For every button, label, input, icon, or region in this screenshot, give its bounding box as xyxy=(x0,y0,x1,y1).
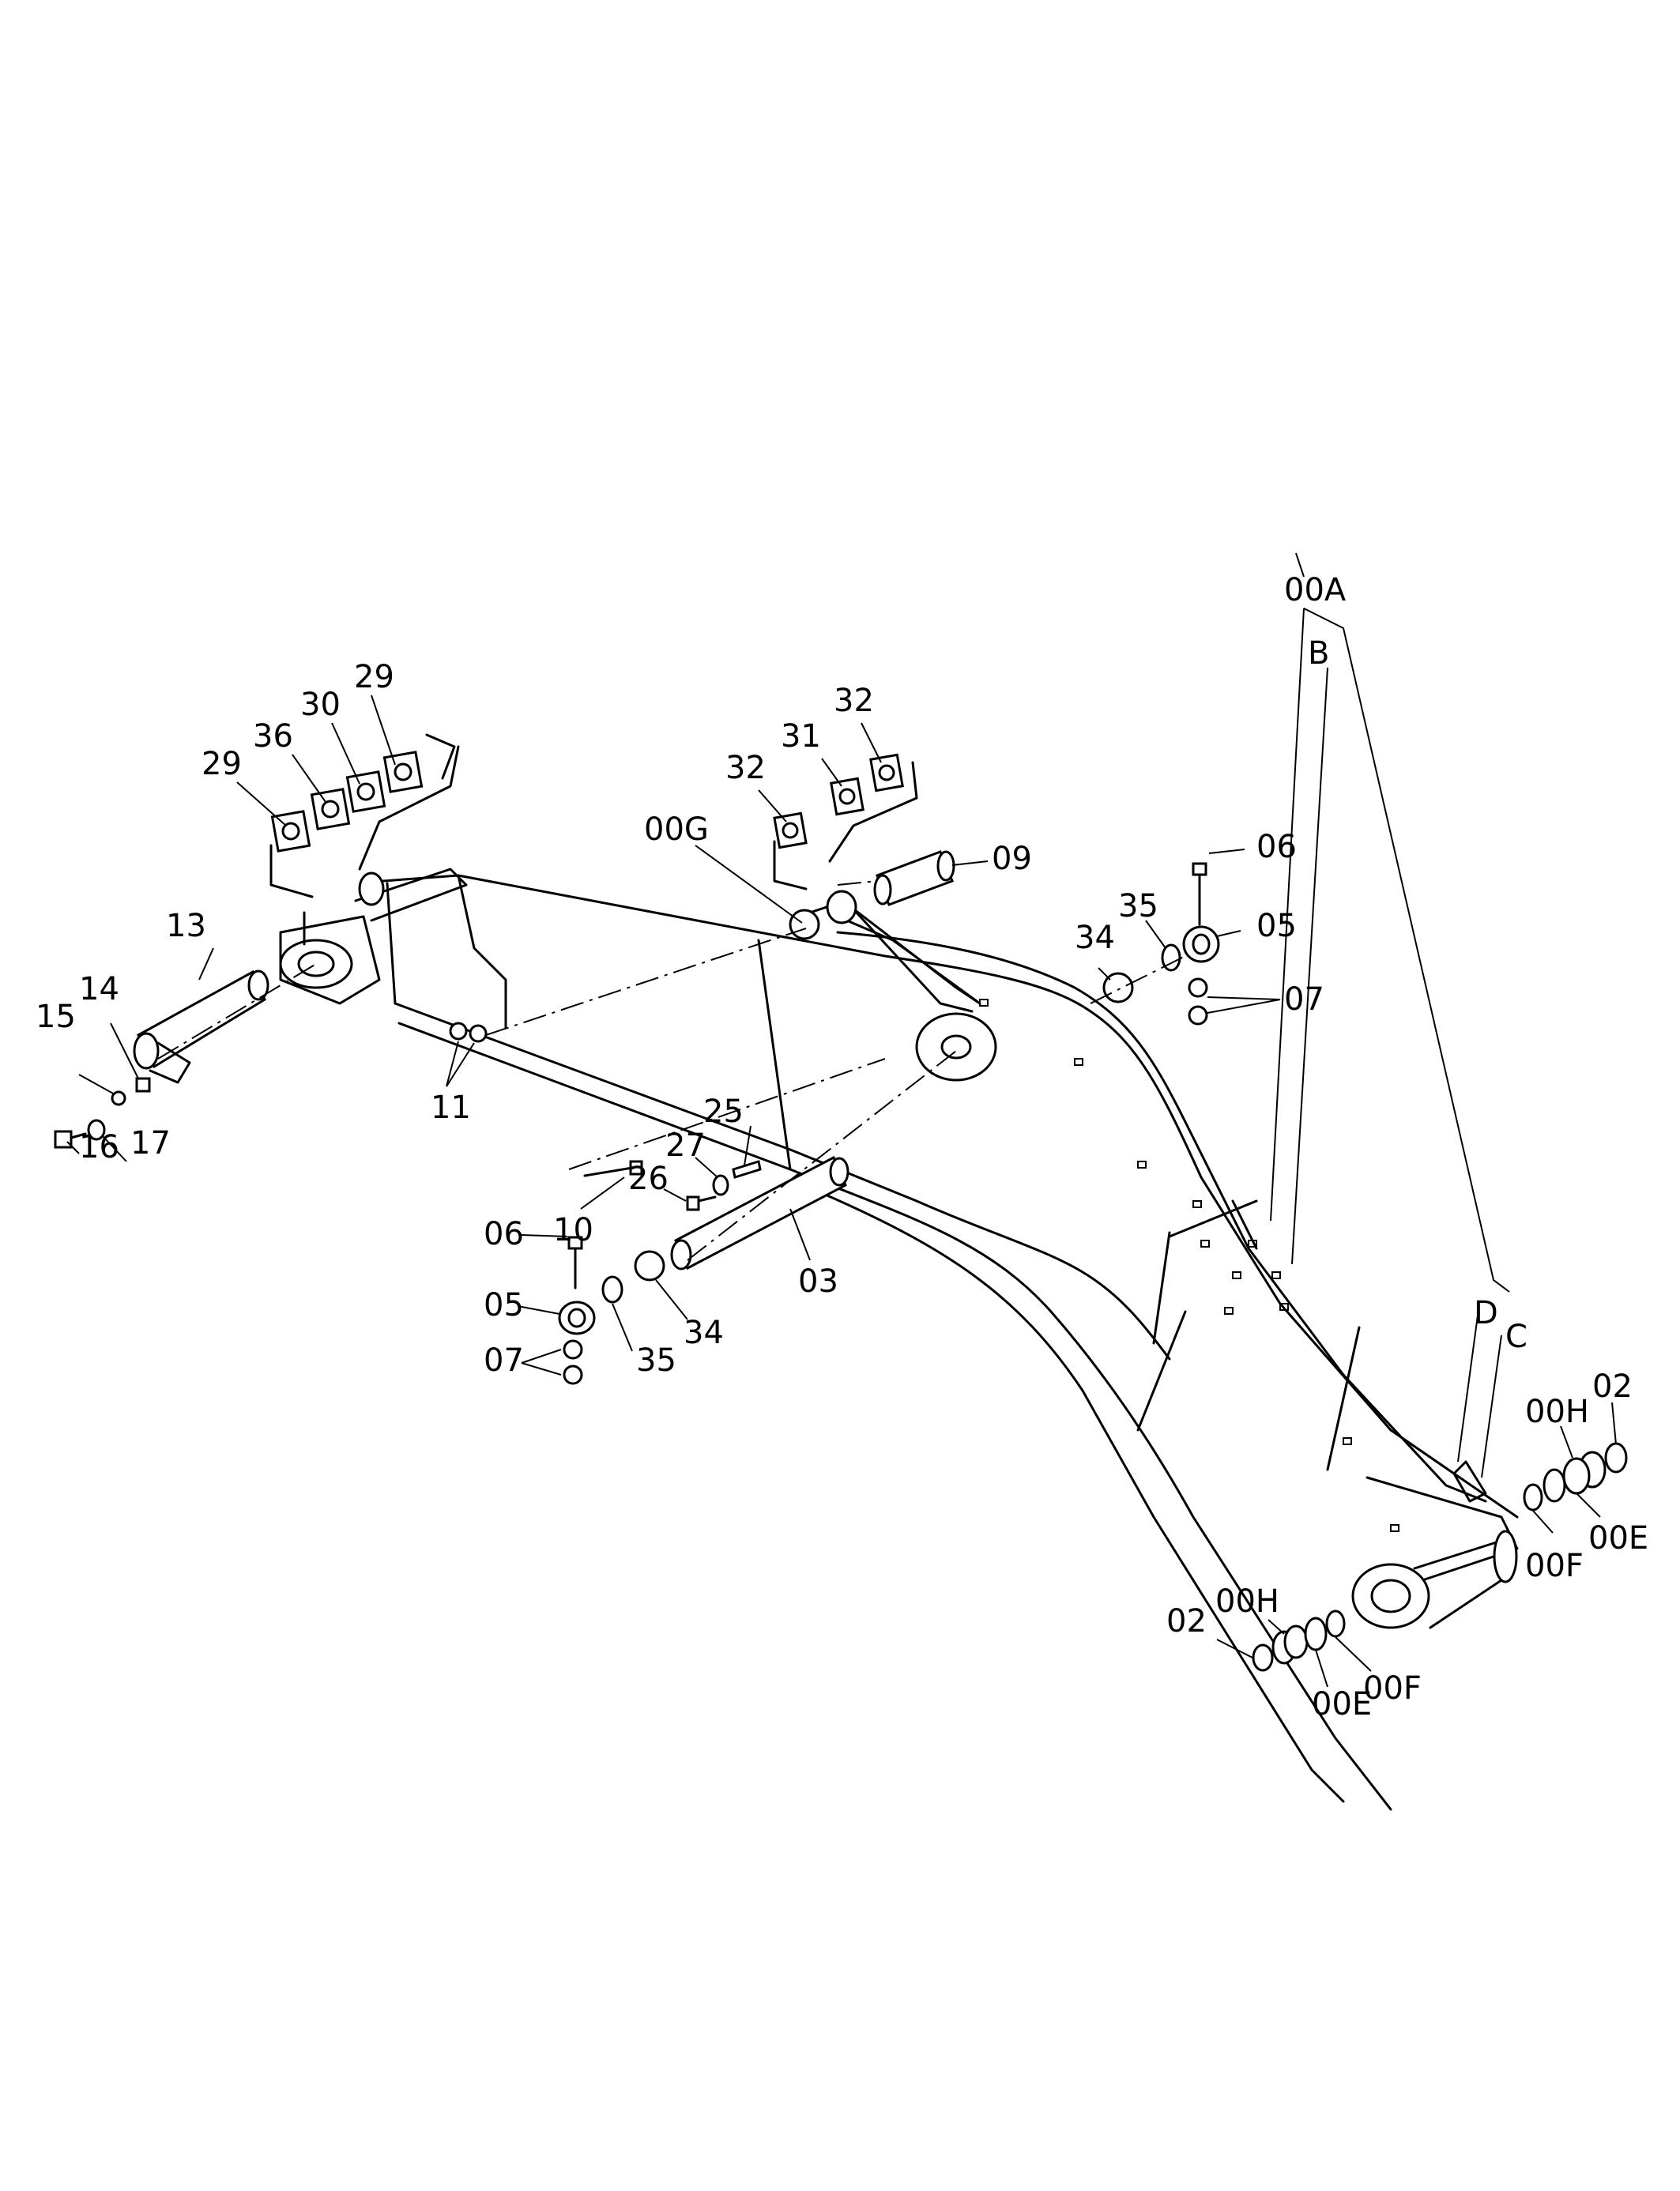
bolt-06b xyxy=(567,1236,583,1289)
label-00H-right: 00H xyxy=(1525,1394,1589,1430)
nuts-07b xyxy=(563,1339,583,1385)
label-00G: 00G xyxy=(644,811,709,848)
shim-stack-left xyxy=(269,733,460,946)
washer-27 xyxy=(712,1174,729,1196)
label-32-top: 32 xyxy=(834,683,874,719)
label-09: 09 xyxy=(992,841,1032,877)
label-05-left: 05 xyxy=(484,1287,524,1323)
label-13: 13 xyxy=(166,908,206,944)
bolt-10 xyxy=(583,1160,643,1177)
label-26: 26 xyxy=(628,1161,669,1197)
label-10: 10 xyxy=(553,1212,593,1248)
shim-32a xyxy=(773,811,808,849)
shim-30 xyxy=(345,770,386,813)
label-34-right: 34 xyxy=(1075,920,1115,956)
label-00F-bottom: 00F xyxy=(1363,1670,1422,1707)
bushing-05a xyxy=(1182,925,1220,963)
shim-29b xyxy=(382,751,424,793)
label-11: 11 xyxy=(431,1090,471,1126)
pin-03 xyxy=(670,1155,849,1271)
rings-bottom xyxy=(1252,1609,1346,1672)
label-00E-right: 00E xyxy=(1588,1520,1648,1557)
shim-31 xyxy=(830,777,864,816)
washer-34b xyxy=(634,1250,665,1282)
label-B: B xyxy=(1308,635,1329,672)
shim-32b xyxy=(869,753,904,792)
label-34-left: 34 xyxy=(684,1315,724,1351)
pin-09 xyxy=(873,850,955,906)
label-36: 36 xyxy=(253,718,293,755)
label-35-right: 35 xyxy=(1118,888,1158,924)
label-29-top: 29 xyxy=(354,659,394,695)
label-03: 03 xyxy=(798,1263,838,1300)
washer-34a xyxy=(1102,972,1134,1003)
label-17: 17 xyxy=(130,1125,171,1161)
label-32-left: 32 xyxy=(725,750,766,786)
label-C: C xyxy=(1505,1319,1527,1355)
label-16: 16 xyxy=(79,1129,119,1165)
part-25 xyxy=(732,1160,762,1179)
boom-body xyxy=(279,868,1519,1811)
label-D: D xyxy=(1474,1295,1498,1331)
shim-stack-right xyxy=(773,753,918,890)
label-06-left: 06 xyxy=(484,1216,524,1252)
label-15: 15 xyxy=(36,999,76,1035)
label-06-right: 06 xyxy=(1256,829,1297,865)
ring-35b xyxy=(601,1275,623,1304)
label-25: 25 xyxy=(703,1094,744,1130)
label-31: 31 xyxy=(781,718,821,755)
rings-right xyxy=(1523,1442,1628,1511)
label-02-bottom: 02 xyxy=(1166,1603,1207,1639)
label-07-right: 07 xyxy=(1284,981,1324,1018)
center-lines xyxy=(157,880,1186,1261)
shim-36 xyxy=(310,788,351,830)
label-14: 14 xyxy=(79,971,119,1007)
pin-13 xyxy=(133,969,269,1084)
bolt-26 xyxy=(686,1195,717,1211)
label-35-left: 35 xyxy=(636,1342,676,1379)
nuts-07a xyxy=(1188,977,1208,1026)
label-00A: 00A xyxy=(1284,572,1347,608)
label-29-left: 29 xyxy=(202,746,242,782)
leader-lines xyxy=(66,552,1617,1688)
washer-17 xyxy=(87,1119,106,1141)
label-05-right: 05 xyxy=(1256,908,1297,944)
ring-35a xyxy=(1161,943,1181,972)
label-00H-bottom: 00H xyxy=(1215,1583,1279,1620)
label-02-right: 02 xyxy=(1592,1368,1633,1405)
bolt-06a xyxy=(1192,862,1207,926)
label-00E-bottom: 00E xyxy=(1312,1686,1372,1722)
callout-labels: 29 36 30 29 32 31 32 00G 09 06 35 05 34 … xyxy=(36,572,1648,1722)
label-00F-right: 00F xyxy=(1525,1548,1584,1584)
bolt-16 xyxy=(54,1130,87,1149)
label-27: 27 xyxy=(665,1127,706,1164)
nuts-11 xyxy=(449,1022,488,1043)
label-07-left: 07 xyxy=(484,1342,524,1379)
label-30: 30 xyxy=(300,687,341,723)
washer-15 xyxy=(111,1090,126,1106)
part-14 xyxy=(135,1077,151,1093)
bushing-05b xyxy=(558,1301,596,1335)
